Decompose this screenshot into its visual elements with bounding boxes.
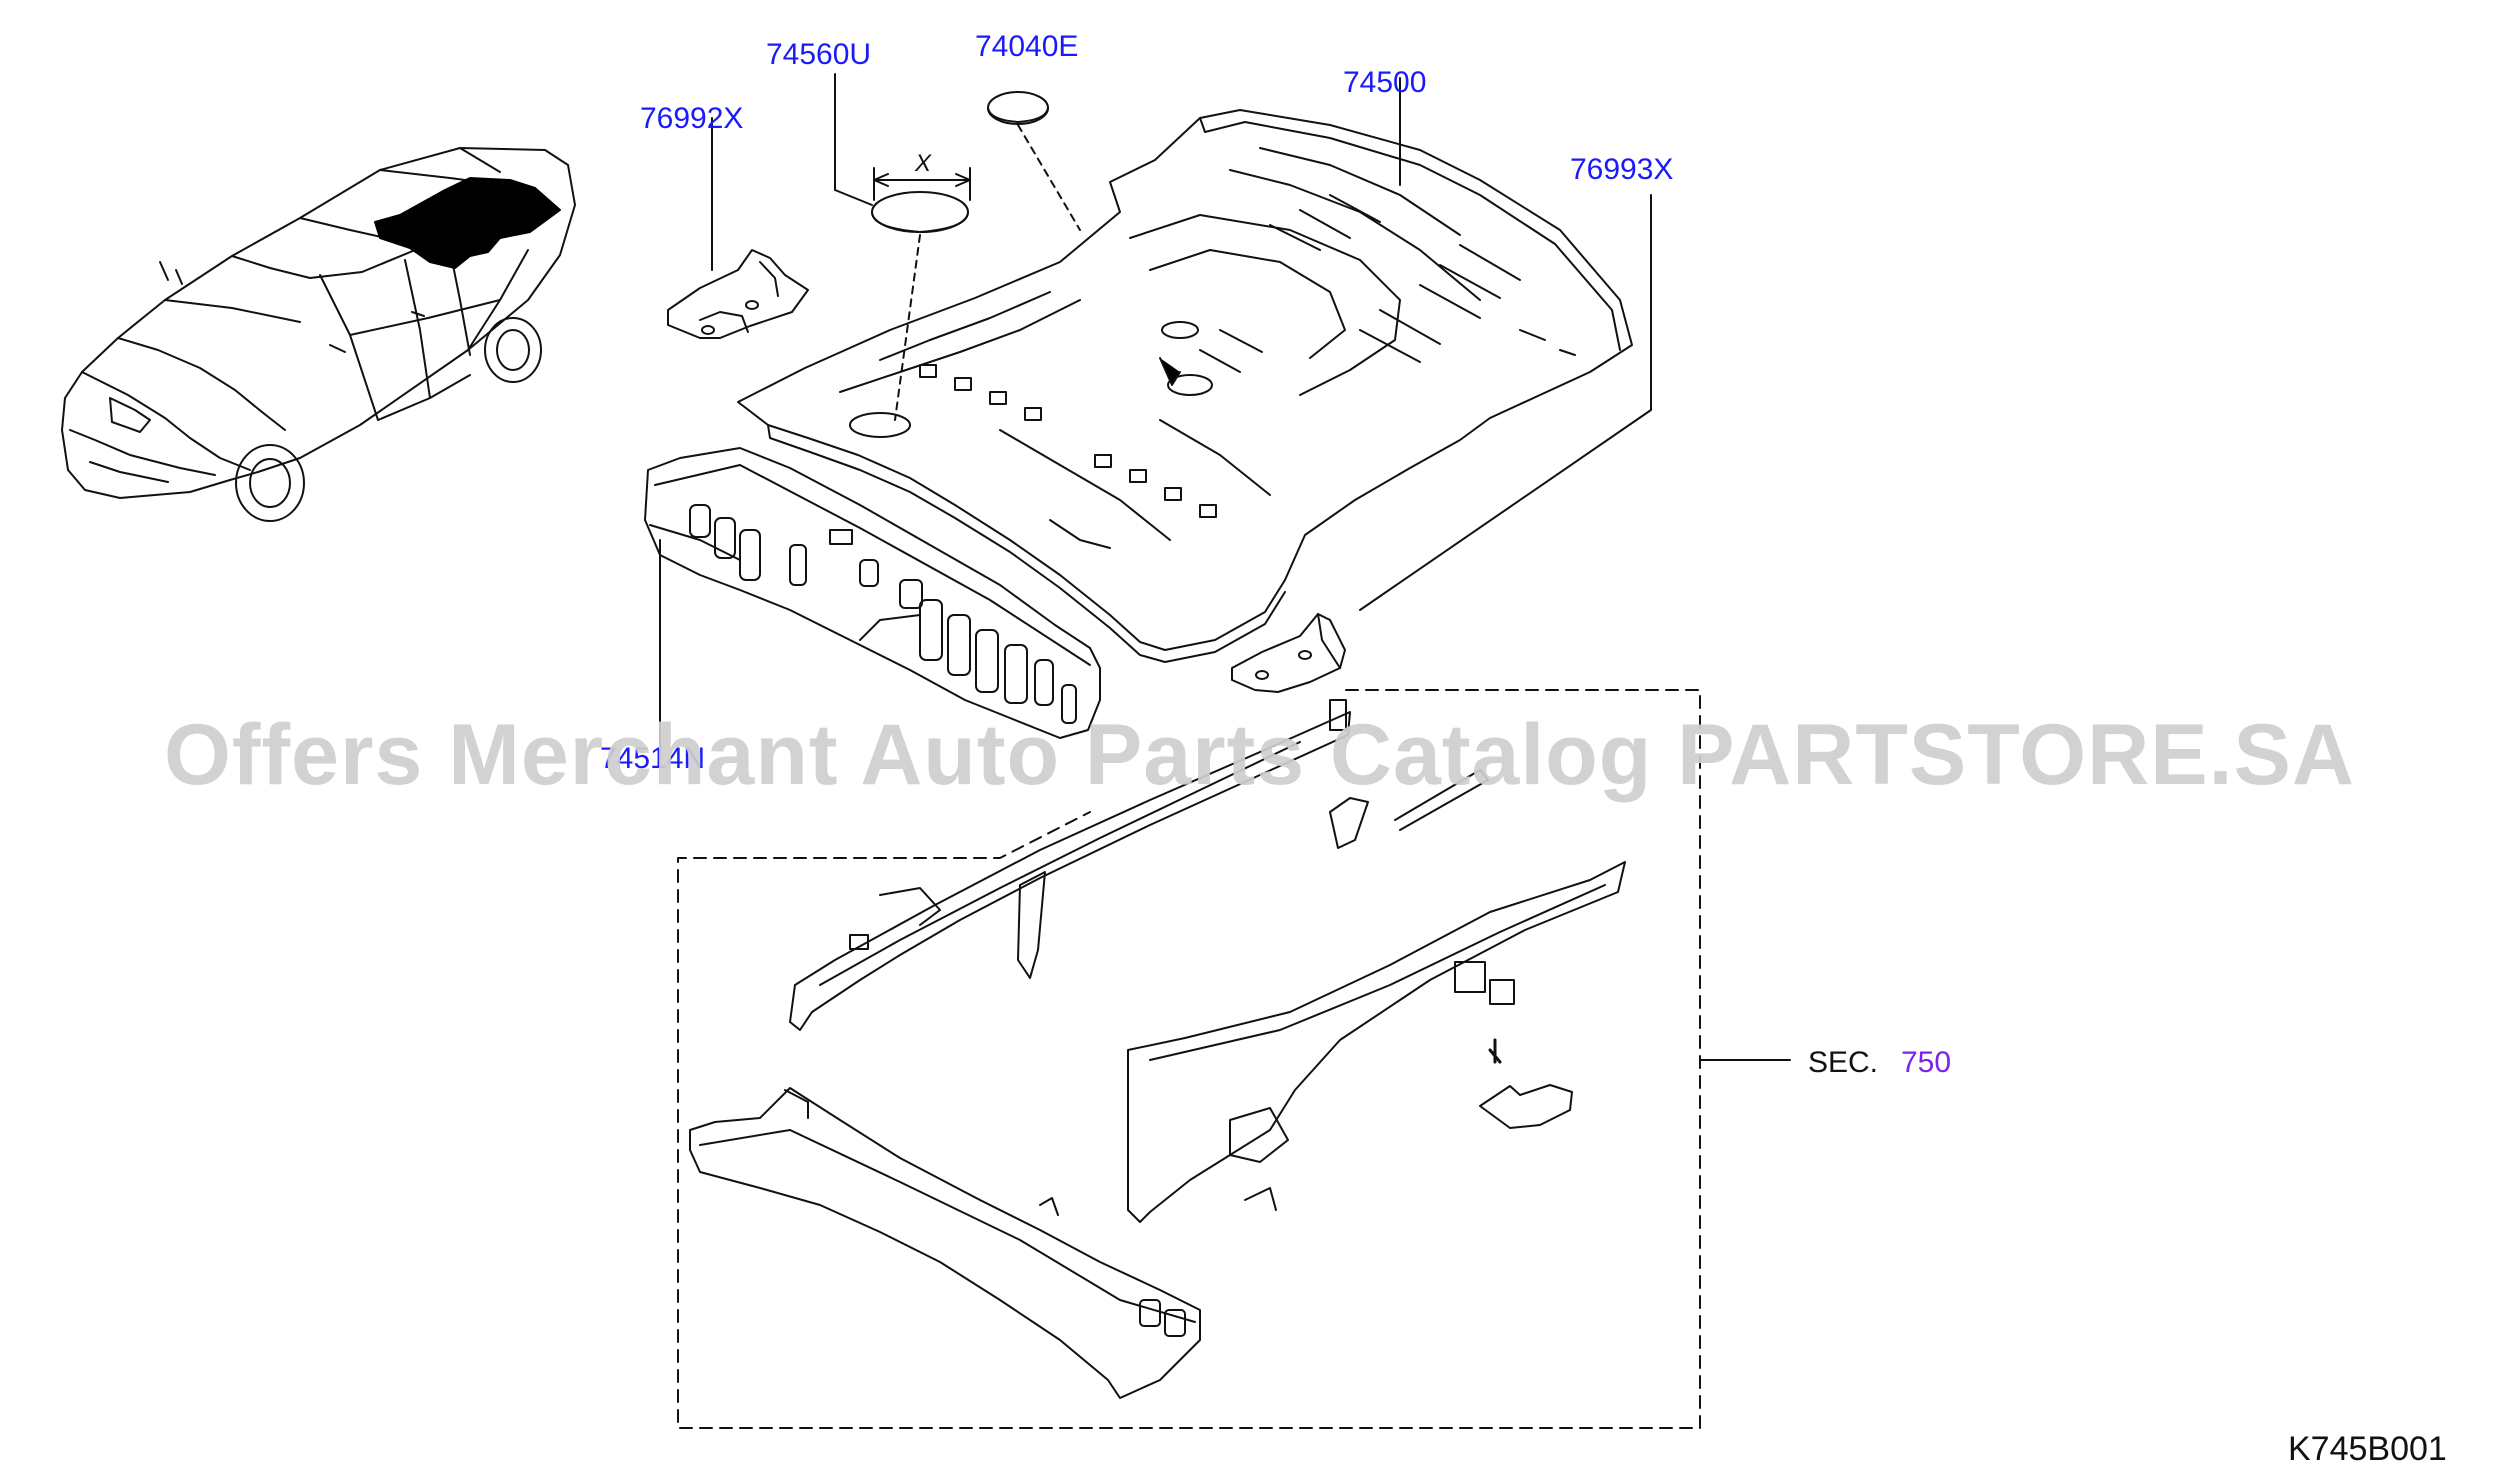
callout-74500[interactable]: 74500 [1343,66,1427,99]
callout-76992X[interactable]: 76992X [640,102,744,135]
plug-74040E-drawing [987,91,1049,125]
section-ref-prefix: SEC. [1808,1046,1879,1079]
bracket-76993X-drawing [1231,613,1346,693]
dimension-x-label: X [915,150,932,177]
leader-lines [659,73,1791,1061]
callout-74514N[interactable]: 74514N [600,742,706,775]
section-ref-750-link[interactable]: 750 [1901,1046,1952,1079]
callout-76993X[interactable]: 76993X [1570,153,1674,186]
rear-floor-panel-drawing [737,109,1633,663]
callout-74560U[interactable]: 74560U [766,38,872,71]
dimension-x-marker [873,167,971,201]
plug-74560U-drawing [871,191,969,233]
callout-74040E[interactable]: 74040E [975,30,1079,63]
rear-seat-crossmember-drawing [644,447,1101,739]
drawing-code: K745B001 [2288,1430,2447,1468]
section-750-dashed-frame [677,689,1701,1429]
section-750-members-drawing [689,699,1626,1399]
bracket-76992X-drawing [667,249,809,339]
vehicle-locator-illustration [61,147,576,522]
